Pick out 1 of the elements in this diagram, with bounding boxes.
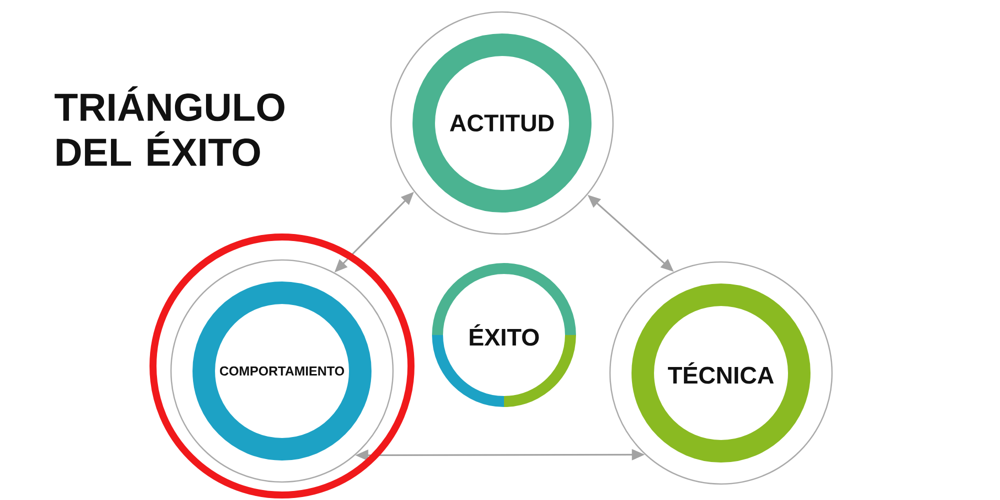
title: TRIÁNGULO DEL ÉXITO [54,86,284,166]
